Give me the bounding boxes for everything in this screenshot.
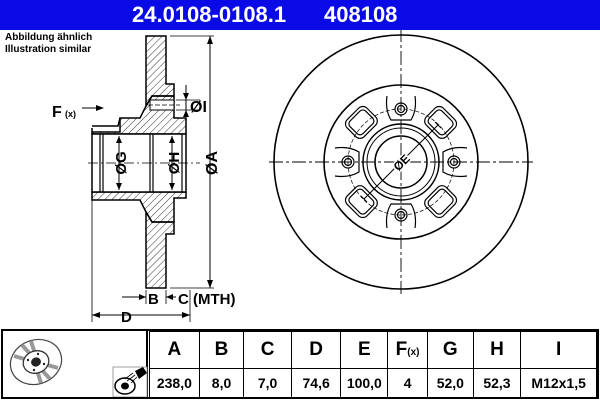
- col-header-a: A: [149, 331, 200, 369]
- part-number: 24.0108-0108.1: [132, 2, 287, 27]
- col-header-d: D: [290, 331, 342, 369]
- dimensions-grid: A B C D E F(x) G H I 238,0 8,0 7,0 74,6 …: [149, 331, 597, 398]
- label-h: ØH: [166, 152, 183, 175]
- brake-disc-thumbnail-icon: [9, 338, 63, 386]
- label-d: D: [121, 309, 132, 326]
- label-f-sub: (x): [65, 109, 76, 119]
- col-header-b: B: [198, 331, 245, 369]
- side-section-view: F (x) ØI ØG ØH ØA B C (MTH) D: [52, 35, 235, 326]
- value-i: M12x1,5: [520, 368, 597, 398]
- label-i: ØI: [190, 99, 207, 116]
- value-d: 74,6: [290, 368, 342, 398]
- illustration-note: Abbildung ähnlich Illustration similar: [5, 32, 92, 56]
- value-row: 238,0 8,0 7,0 74,6 100,0 4 52,0 52,3 M12…: [149, 368, 597, 398]
- col-header-h: H: [472, 331, 522, 369]
- note-german: Abbildung ähnlich: [5, 32, 93, 43]
- value-g: 52,0: [426, 368, 474, 398]
- technical-drawing: F (x) ØI ØG ØH ØA B C (MTH) D: [52, 30, 533, 326]
- label-a: ØA: [204, 151, 221, 175]
- col-header-c: C: [243, 331, 292, 369]
- dimension-table: A B C D E F(x) G H I 238,0 8,0 7,0 74,6 …: [1, 329, 599, 399]
- col-header-f-sub: (x): [407, 347, 420, 358]
- spray-lubricant-icon: [112, 366, 148, 398]
- value-c: 7,0: [243, 368, 292, 398]
- value-b: 8,0: [198, 368, 245, 398]
- label-f: F: [52, 104, 62, 121]
- label-b: B: [148, 291, 159, 308]
- front-view: ØE: [269, 30, 533, 294]
- col-header-f: F(x): [387, 331, 428, 369]
- col-header-g: G: [426, 331, 474, 369]
- thumbnail-cell: [3, 331, 148, 398]
- label-c: C (MTH): [178, 291, 235, 308]
- col-header-f-main: F: [395, 339, 408, 360]
- value-f: 4: [387, 368, 428, 398]
- label-e: ØE: [391, 152, 413, 174]
- value-e: 100,0: [340, 368, 389, 398]
- header-row: A B C D E F(x) G H I: [149, 331, 597, 369]
- note-english: Illustration similar: [5, 44, 92, 55]
- col-header-e: E: [340, 331, 389, 369]
- title-bar: 24.0108-0108.1 408108: [0, 0, 600, 30]
- col-header-i: I: [520, 331, 597, 369]
- value-a: 238,0: [149, 368, 200, 398]
- reference-number: 408108: [324, 2, 398, 27]
- value-h: 52,3: [472, 368, 522, 398]
- label-g: ØG: [113, 151, 130, 174]
